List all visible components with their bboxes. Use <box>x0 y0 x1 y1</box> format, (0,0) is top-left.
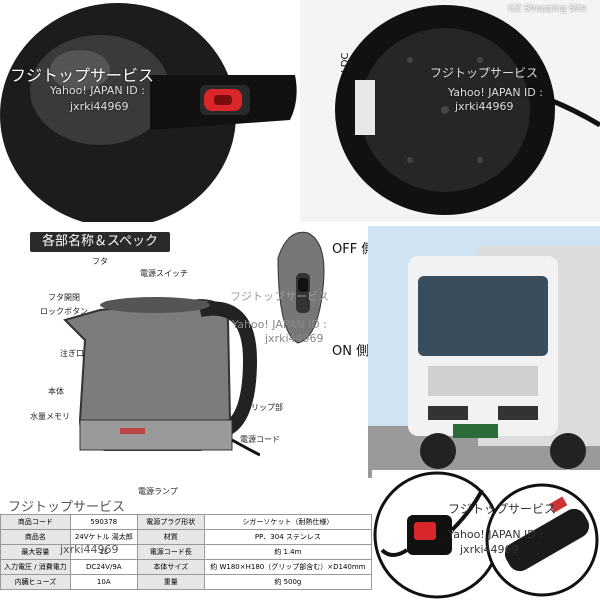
yahoo-id-watermark-2: Yahoo! JAPAN ID : <box>448 86 543 99</box>
user-id-watermark-3: jxrki44969 <box>265 332 324 345</box>
off-side-label: OFF 側 <box>332 242 375 257</box>
spec-label: 商品名 <box>0 529 71 545</box>
store-name-watermark-5: フジトップサービス <box>448 502 557 516</box>
label-lid-open: フタ開閉 <box>48 293 80 302</box>
spec-label: 重量 <box>136 574 205 590</box>
spec-value: 約 1.4m <box>203 544 373 560</box>
label-water-gauge: 水量メモリ <box>30 412 70 421</box>
table-row: 最大容量 1L 電源コード長 約 1.4m <box>0 544 373 560</box>
photo-truck <box>368 226 600 478</box>
spec-table: 商品コード 590378 電源プラグ形状 シガーソケット（耐熱仕様） 商品名 2… <box>0 514 373 590</box>
photo-plug-closeup <box>372 470 600 600</box>
spec-value: 約 W180×H180（グリップ部含む）×D140mm <box>203 559 373 575</box>
top-right-watermark: GZ Shopping Site <box>508 4 587 14</box>
label-body: 本体 <box>48 387 64 396</box>
store-name-watermark-4: フジトップサービス <box>8 500 126 515</box>
spec-value: PP、304 ステンレス <box>203 529 373 545</box>
plug-closeup-illustration <box>373 471 599 599</box>
table-row: 入力電圧 / 消費電力 DC24V/9A 本体サイズ 約 W180×H180（グ… <box>0 559 373 575</box>
section-title: 各部名称＆スペック <box>30 232 170 252</box>
truck-illustration <box>368 246 600 478</box>
table-row: 商品コード 590378 電源プラグ形状 シガーソケット（耐熱仕様） <box>0 514 373 530</box>
table-row: 内臓ヒューズ 10A 重量 約 500g <box>0 574 373 590</box>
label-grip: グリップ部 <box>243 403 283 412</box>
spec-label: 材質 <box>136 529 205 545</box>
user-id-watermark-5: jxrki44969 <box>460 543 519 556</box>
spec-value: 590378 <box>69 514 138 530</box>
spec-label: 本体サイズ <box>136 559 205 575</box>
kettle-base-illustration <box>335 5 600 215</box>
kettle-diagram-illustration <box>63 297 260 457</box>
table-row: 商品名 24Vケトル 湯太郎 材質 PP、304 ステンレス <box>0 529 373 545</box>
photo-kettle-top <box>0 0 300 222</box>
on-side-label: ON 側 <box>332 344 370 359</box>
spec-label: 電源プラグ形状 <box>136 514 205 530</box>
yahoo-id-watermark: Yahoo! JAPAN ID : <box>50 84 145 97</box>
photo-kettle-base <box>300 0 600 222</box>
user-id-watermark-4: jxrki44969 <box>60 543 119 556</box>
spec-label: 入力電圧 / 消費電力 <box>0 559 71 575</box>
label-power-lamp: 電源ランプ <box>138 487 178 496</box>
spec-label: 電源コード長 <box>136 544 205 560</box>
switch-closeup-illustration <box>277 231 325 344</box>
yahoo-id-watermark-5: Yahoo! JAPAN ID : <box>448 528 543 541</box>
label-power-cord: 電源コード <box>240 435 280 444</box>
base-voltage-label: 24V DC <box>340 52 351 90</box>
spec-value: シガーソケット（耐熱仕様） <box>203 514 373 530</box>
store-name-watermark: フジトップサービス <box>10 66 155 85</box>
spec-value: 約 500g <box>203 574 373 590</box>
spec-label: 商品コード <box>0 514 71 530</box>
label-power-switch: 電源スイッチ <box>140 269 188 278</box>
user-id-watermark-2: jxrki44969 <box>455 100 514 113</box>
label-spout: 注ぎ口 <box>60 349 84 358</box>
spec-value: DC24V/9A <box>69 559 138 575</box>
spec-value: 10A <box>69 574 138 590</box>
label-lid: フタ <box>92 257 108 266</box>
kettle-top-illustration <box>0 3 297 222</box>
store-name-watermark-3: フジトップサービス <box>230 290 329 303</box>
label-lock-button: ロックボタン <box>40 307 88 316</box>
spec-label: 内臓ヒューズ <box>0 574 71 590</box>
user-id-watermark: jxrki44969 <box>70 100 129 113</box>
store-name-watermark-2: フジトップサービス <box>430 66 539 80</box>
spec-label: 最大容量 <box>0 544 71 560</box>
yahoo-id-watermark-3: Yahoo! JAPAN ID : <box>232 318 327 331</box>
